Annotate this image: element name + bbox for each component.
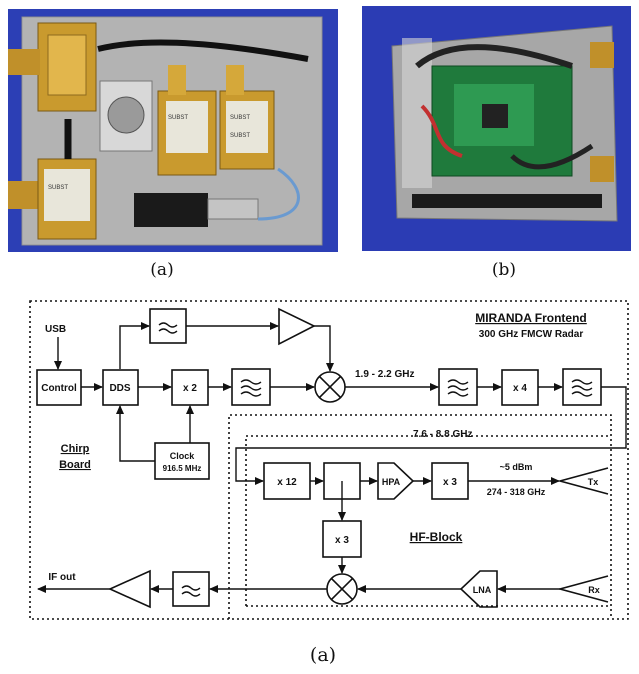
x4-label: x 4 bbox=[513, 383, 527, 394]
frequency-label-2: 7.6 - 8.8 GHz bbox=[413, 429, 472, 440]
x12-multiplier-block bbox=[263, 462, 311, 500]
mixer-top bbox=[314, 371, 346, 403]
diagram-subtitle: 300 GHz FMCW Radar bbox=[479, 329, 584, 340]
if-out-label: IF out bbox=[48, 572, 76, 583]
frequency-label-3: 274 - 318 GHz bbox=[487, 487, 546, 497]
tx-label: Tx bbox=[588, 477, 599, 487]
lowpass-filter-if bbox=[172, 571, 210, 607]
x3-lo-multiplier-block bbox=[322, 520, 362, 558]
control-block bbox=[36, 369, 82, 406]
frequency-label-1: 1.9 - 2.2 GHz bbox=[355, 369, 414, 380]
clock-frequency-label: 916.5 MHz bbox=[163, 464, 202, 473]
if-amplifier-triangle bbox=[108, 569, 151, 609]
bandpass-filter-2 bbox=[438, 368, 478, 406]
photo-a-caption: (a) bbox=[150, 260, 174, 280]
amplifier-triangle-top bbox=[278, 307, 316, 346]
mixer-bottom bbox=[326, 573, 358, 605]
module-label: SUBST bbox=[168, 115, 188, 121]
lna-block bbox=[459, 570, 498, 608]
rx-antenna bbox=[556, 575, 609, 603]
photo-b-caption: (b) bbox=[491, 260, 517, 280]
hf-block-boundary-inner bbox=[245, 435, 611, 606]
clock-block bbox=[154, 442, 210, 480]
x2-multiplier-block bbox=[171, 369, 209, 406]
clock-label: Clock bbox=[170, 451, 196, 461]
frontend-photo-top-view: SUBST SUBST SUBST SUBST bbox=[8, 9, 338, 252]
control-label: Control bbox=[41, 383, 77, 394]
dds-label: DDS bbox=[109, 383, 130, 394]
diagram-title: MIRANDA Frontend bbox=[475, 311, 587, 325]
bandpass-filter-3 bbox=[562, 368, 602, 406]
x2-label: x 2 bbox=[183, 383, 197, 394]
usb-label: USB bbox=[45, 324, 66, 335]
hf-block-label: HF-Block bbox=[410, 530, 463, 544]
power-label: ~5 dBm bbox=[500, 462, 533, 472]
hf-block-boundary-outer bbox=[228, 414, 612, 619]
module-label: SUBST bbox=[230, 115, 250, 121]
chirp-board-label: Chirp bbox=[61, 443, 90, 455]
rx-label: Rx bbox=[588, 585, 600, 595]
chirp-board-label-line2: Board bbox=[59, 459, 91, 471]
x3-tx-label: x 3 bbox=[443, 477, 457, 488]
x12-label: x 12 bbox=[277, 477, 297, 488]
hpa-label: HPA bbox=[382, 477, 401, 487]
x3-lo-label: x 3 bbox=[335, 535, 349, 546]
frontend-photo-side-view bbox=[362, 6, 631, 251]
module-label: SUBST bbox=[48, 185, 68, 191]
coupler-block bbox=[323, 462, 361, 500]
bandpass-filter-1 bbox=[231, 368, 271, 406]
lowpass-filter-top bbox=[149, 308, 187, 344]
chirp-board-boundary bbox=[29, 300, 629, 620]
tx-antenna bbox=[556, 467, 609, 495]
x3-tx-multiplier-block bbox=[431, 462, 469, 500]
diagram-caption: (a) bbox=[309, 644, 337, 666]
hpa-block bbox=[377, 462, 415, 500]
x4-multiplier-block bbox=[501, 369, 539, 406]
module-label: SUBST bbox=[230, 133, 250, 139]
dds-block bbox=[102, 369, 139, 406]
lna-label: LNA bbox=[473, 585, 492, 595]
